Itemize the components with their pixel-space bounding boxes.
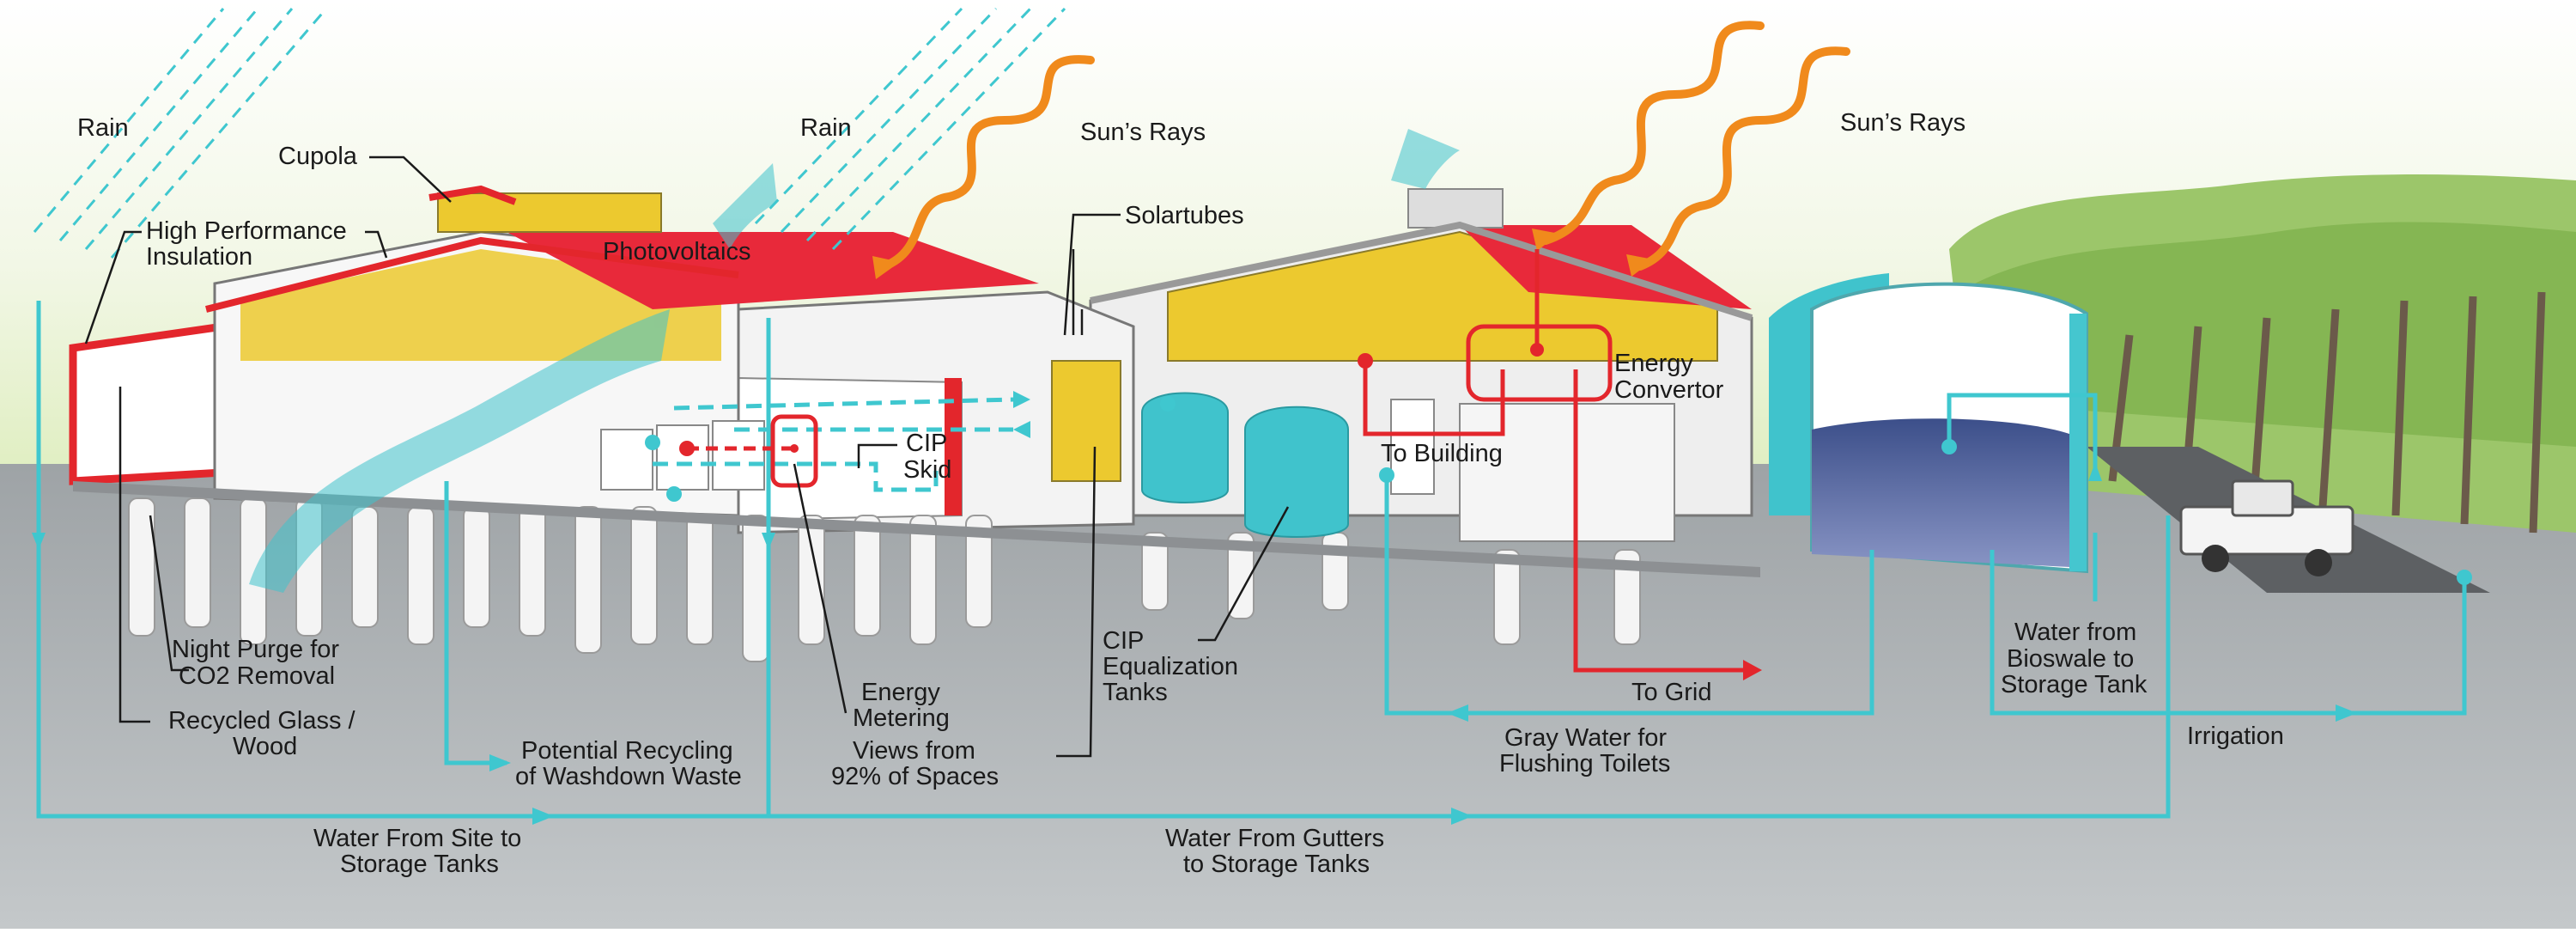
label-bioswale-2: Bioswale to [2007, 645, 2134, 673]
label-views-2: 92% of Spaces [831, 763, 999, 790]
label-to-building: To Building [1381, 440, 1503, 467]
label-recycled: Recycled Glass / [168, 707, 356, 735]
label-night-purge-2: CO2 Removal [179, 662, 335, 690]
label-bioswale: Water from [2014, 619, 2136, 646]
label-photovoltaics: Photovoltaics [603, 238, 751, 265]
label-suns-rays-left: Sun’s Rays [1080, 119, 1206, 146]
label-energy-convertor: Energy [1614, 350, 1693, 377]
label-suns-rays-right: Sun’s Rays [1840, 109, 1965, 137]
label-irrigation: Irrigation [2187, 723, 2284, 750]
label-gray-water-2: Flushing Toilets [1499, 750, 1670, 778]
label-insulation-2: Insulation [146, 243, 252, 271]
label-energy-metering: Energy [861, 679, 940, 706]
label-cip-skid-2: Skid [903, 456, 951, 484]
label-insulation: High Performance [146, 217, 347, 245]
label-cip-eq-3: Tanks [1103, 679, 1168, 706]
label-bioswale-3: Storage Tank [2001, 671, 2148, 698]
label-energy-metering-2: Metering [853, 704, 950, 732]
label-energy-convertor-2: Convertor [1614, 376, 1724, 404]
label-gutter-water: Water From Gutters [1165, 825, 1384, 852]
label-cupola: Cupola [278, 143, 358, 170]
label-night-purge: Night Purge for [172, 636, 339, 663]
label-washdown-2: of Washdown Waste [515, 763, 742, 790]
label-gray-water: Gray Water for [1504, 724, 1667, 752]
label-recycled-2: Wood [233, 733, 297, 760]
label-views: Views from [853, 737, 975, 765]
label-rain-center: Rain [800, 114, 852, 142]
label-site-water: Water From Site to [313, 825, 521, 852]
label-to-grid: To Grid [1631, 679, 1711, 706]
label-washdown: Potential Recycling [521, 737, 733, 765]
label-gutter-water-2: to Storage Tanks [1183, 851, 1370, 878]
label-cip-eq: CIP [1103, 627, 1144, 655]
label-cip-skid: CIP [906, 430, 947, 457]
label-solartubes: Solartubes [1125, 202, 1244, 229]
label-site-water-2: Storage Tanks [340, 851, 499, 878]
storage-cistern [1769, 273, 2087, 571]
label-rain-left: Rain [77, 114, 129, 142]
label-cip-eq-2: Equalization [1103, 653, 1238, 680]
